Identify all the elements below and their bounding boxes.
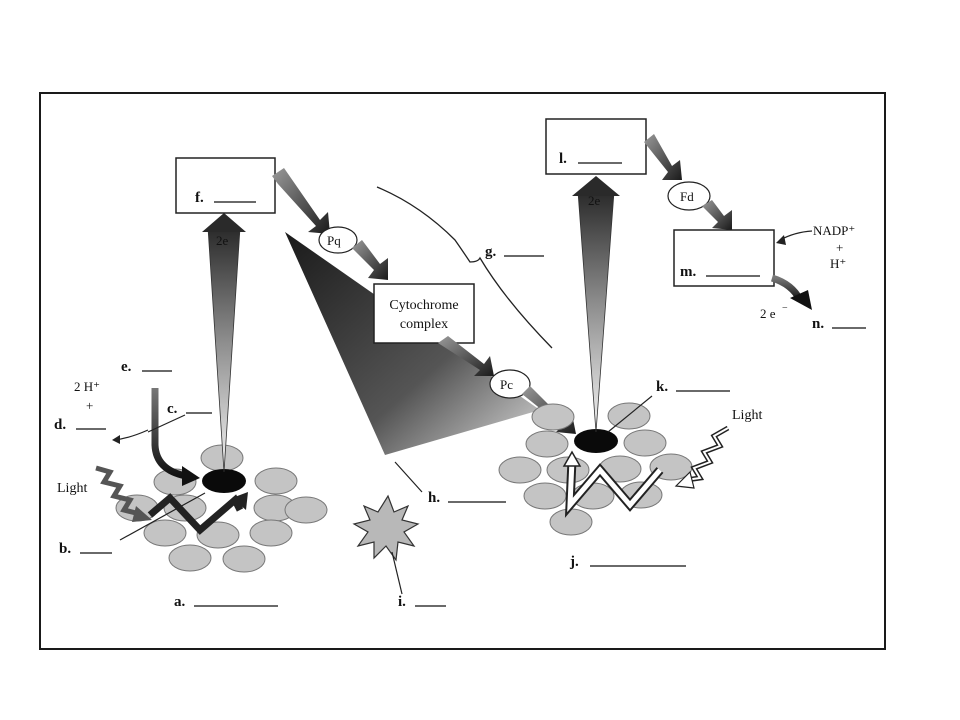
plus-right-label: + <box>836 240 843 255</box>
energy-transfer-arrowhead-right <box>562 450 582 467</box>
i-pointer-line <box>391 551 403 595</box>
label-b: b. <box>59 541 71 557</box>
electron-from-water-arrowhead <box>182 466 200 486</box>
pc-label: Pc <box>500 377 513 392</box>
label-g: g. <box>485 244 497 260</box>
plus-left-label: + <box>86 398 93 413</box>
label-f: f. <box>195 190 204 206</box>
light-label-left: Light <box>57 481 87 496</box>
electron-beam-left-arrowhead <box>202 213 246 232</box>
k-pointer-line <box>607 395 653 433</box>
label-k: k. <box>656 379 668 395</box>
electron-beam-right-arrowhead <box>572 176 620 196</box>
label-a: a. <box>174 594 186 610</box>
energy-transfer-arrowhead-left <box>232 492 248 510</box>
arrow-cytochrome-to-pc <box>438 336 494 376</box>
arrow-m-to-n-head <box>790 290 812 310</box>
arrow-l-to-fd <box>644 134 682 180</box>
e-superscript: − <box>782 303 788 314</box>
label-l: l. <box>559 151 567 167</box>
box-f-primary-acceptor <box>175 157 276 214</box>
reaction-center-right <box>574 429 618 453</box>
two-e-label-left: 2e <box>216 233 229 248</box>
arrow-f-to-pq <box>272 168 330 234</box>
ferredoxin-oval <box>667 181 711 211</box>
proton-release-arrowhead <box>112 435 120 444</box>
nadp-label: NADP⁺ <box>813 223 855 238</box>
arrow-fd-to-m <box>702 200 732 230</box>
light-zigzag-left <box>95 465 141 517</box>
two-e-label-right: 2e <box>588 193 601 208</box>
c-pointer-line <box>147 414 186 433</box>
label-e: e. <box>121 359 132 375</box>
plastocyanin-oval <box>489 369 531 399</box>
cytochrome-label-line1: Cytochrome <box>389 298 458 313</box>
cytochrome-complex-box <box>373 283 475 344</box>
light-arrowhead-left <box>132 506 152 522</box>
arrow-pq-to-cytochrome <box>352 240 388 280</box>
electron-from-water-arrow <box>151 388 187 480</box>
box-l-primary-acceptor <box>545 118 647 175</box>
light-arrowhead-right <box>674 470 695 489</box>
bracket-g <box>376 186 553 349</box>
plastoquinone-oval <box>318 226 358 254</box>
label-n: n. <box>812 316 824 332</box>
light-label-right: Light <box>732 408 762 423</box>
pq-label: Pq <box>327 233 341 248</box>
h-plus-label: H⁺ <box>830 256 846 271</box>
two-h-plus-label: 2 H⁺ <box>74 379 100 394</box>
label-i: i. <box>398 594 406 610</box>
two-e-bottom-label: 2 e <box>760 306 776 321</box>
h-pointer-line <box>394 461 423 493</box>
label-m: m. <box>680 264 696 280</box>
label-j: j. <box>569 554 579 570</box>
cytochrome-label-line2: complex <box>400 317 448 332</box>
starburst-i <box>352 494 420 562</box>
fd-label: Fd <box>680 189 694 204</box>
label-d: d. <box>54 417 66 433</box>
b-pointer-line <box>119 492 206 541</box>
label-h: h. <box>428 490 440 506</box>
energy-transfer-path-left <box>147 493 244 535</box>
reaction-center-left <box>202 469 246 493</box>
box-m-nadp-reductase <box>673 229 775 287</box>
label-c: c. <box>167 401 178 417</box>
